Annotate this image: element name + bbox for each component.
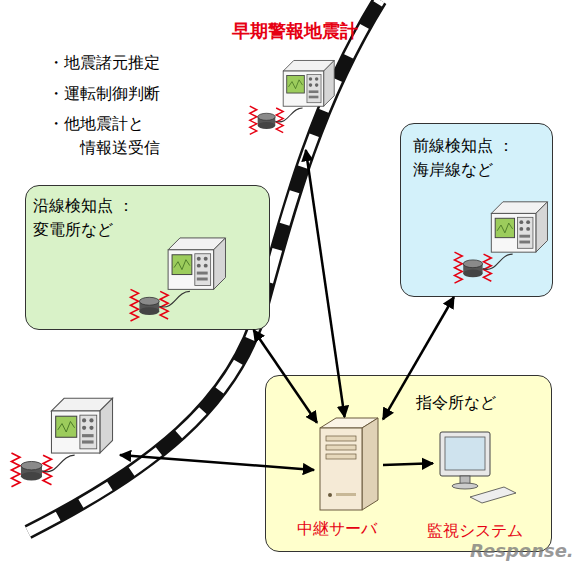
monitor-icon-part — [452, 483, 478, 489]
server-icon-part — [336, 493, 356, 496]
control-center-box: 指令所など中継サーバ監視システム — [265, 375, 552, 552]
detection-box: 沿線検知点 ：変電所など — [25, 185, 270, 330]
feature-item: ・他地震計と 情報送受信 — [48, 112, 173, 160]
connector-arrow — [383, 463, 433, 465]
connector-arrow — [254, 330, 317, 423]
link-arrow — [120, 455, 314, 470]
monitor-node: 監視システム — [433, 429, 521, 507]
server-icon-part — [362, 418, 378, 510]
seismometer-node: 早期警報地震計・地震諸元推定・運転制御判断・他地震計と 情報送受信 — [248, 55, 333, 150]
device-title: 早期警報地震計 — [232, 19, 358, 43]
seismometer-icon — [131, 238, 226, 321]
feature-item: ・運転制御判断 — [48, 82, 173, 106]
box-heading: 指令所など — [416, 391, 496, 415]
monitor-icon — [440, 432, 516, 503]
seismometer-icon — [250, 60, 334, 134]
server-icon-part — [320, 418, 378, 428]
monitor-icon-part — [445, 437, 485, 470]
monitor-label: 監視システム — [427, 519, 523, 543]
seismometer-icon — [11, 398, 112, 486]
connector-arrow — [383, 297, 454, 419]
server-icon-part — [326, 436, 356, 441]
server-label: 中継サーバ — [297, 517, 377, 541]
connector-arrow — [306, 150, 345, 417]
connector-layer — [254, 150, 454, 465]
server-icon-part — [326, 454, 356, 459]
server-icon — [320, 418, 378, 510]
detection-box: 前線検知点 ：海岸線など — [400, 123, 553, 297]
monitor-icon-part — [460, 476, 470, 484]
box-heading: 沿線検知点 ：変電所など — [33, 194, 148, 242]
box-heading: 前線検知点 ：海岸線など — [413, 134, 528, 182]
monitor-icon-part — [440, 432, 490, 476]
seismometer-icon — [455, 202, 548, 283]
server-icon-part — [326, 445, 356, 450]
feature-item: ・地震諸元推定 — [48, 51, 173, 75]
server-node: 中継サーバ — [317, 417, 383, 513]
server-icon-part — [328, 493, 332, 497]
monitor-icon-part — [470, 487, 516, 503]
server-icon-part — [320, 428, 362, 510]
